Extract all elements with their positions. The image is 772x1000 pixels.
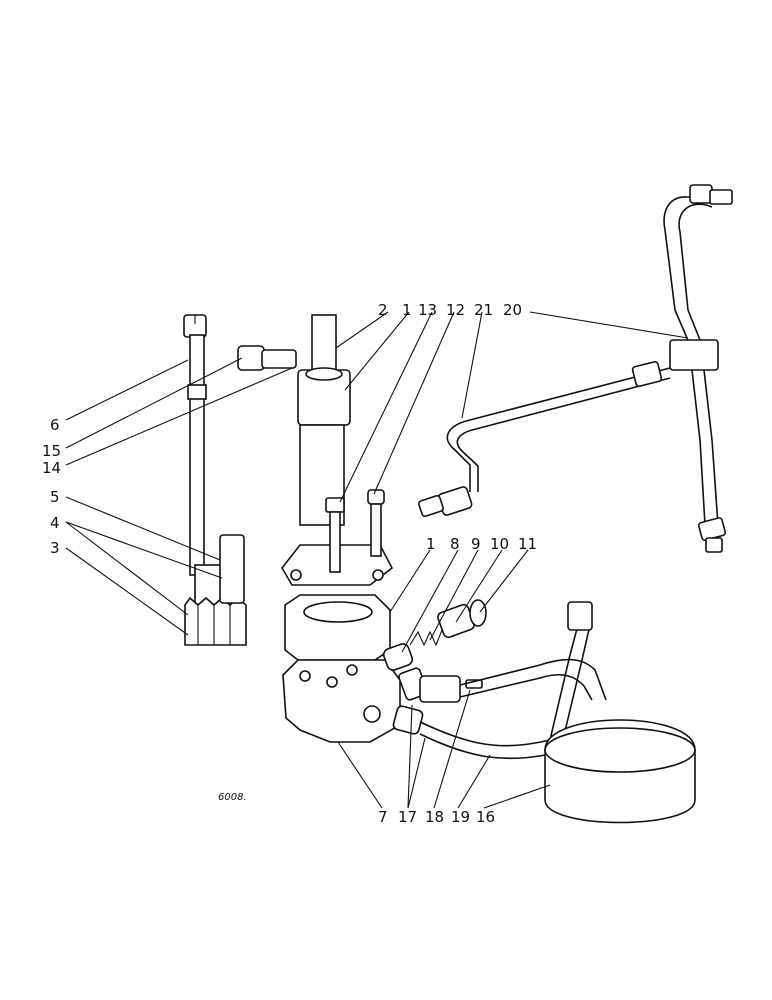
pipe-flange [419,675,461,703]
gear-housing [284,594,391,661]
label-5: 5 [50,488,60,506]
suction-pipe-union [567,601,593,631]
gear-housing-bore [303,601,373,623]
label-18: 18 [425,808,444,826]
cover-hole-1 [299,670,311,682]
relief-valve [382,599,487,671]
drive-shaft-assembly [183,314,247,646]
label-19: 19 [451,808,470,826]
relief-spring [409,629,443,647]
figure-reference: 6008. [218,792,247,803]
relief-cap-nut [469,599,487,627]
bolt-13-shank [329,511,341,573]
label-2: 2 [378,301,388,319]
pipe-union-block [669,339,719,371]
bolt-12-head [367,489,385,505]
label-14: 14 [42,459,61,477]
label-20: 20 [503,301,522,319]
cover-hole-2 [326,676,338,688]
label-21: 21 [474,301,493,319]
flange-hole-left [290,569,302,581]
plug-thread [261,349,297,369]
label-6: 6 [50,416,60,434]
pump-gear [184,596,247,646]
bolt-12-shank [370,503,382,557]
cover-hole-3 [346,664,358,676]
label-15: 15 [42,442,61,460]
label-13: 13 [418,301,437,319]
relief-plunger [382,643,414,671]
drive-shaft [189,334,205,576]
body-bore [305,367,343,381]
label-12: 12 [446,301,465,319]
label-11: 11 [518,535,537,553]
pump-cover [282,659,401,743]
inlet-tube [311,314,337,371]
branch-pipe-end-nipple [418,494,444,518]
lower-pipe-nipple [705,537,723,553]
shaft-drive-pin [194,564,224,606]
label-3: 3 [50,539,60,557]
bolts [325,489,385,573]
label-1-mid: 1 [426,535,436,553]
upper-pipe-nut [689,184,713,204]
label-7: 7 [378,808,388,826]
delivery-pipe-assembly [663,184,733,553]
strainer-top [544,727,696,773]
cover-port [363,705,381,723]
idler-gear-spindle [219,534,245,604]
suction-nut [392,705,424,735]
plug-and-washer [237,345,297,371]
upper-pipe-nipple [709,189,733,205]
flange-hole-right [372,569,384,581]
label-10: 10 [490,535,509,553]
branch-pipe-end-nut [437,486,473,516]
label-4: 4 [50,514,60,532]
branch-pipe-union-nut [631,360,663,388]
label-1-top: 1 [402,301,412,319]
label-17: 17 [398,808,417,826]
shaft-collar [187,384,207,400]
branch-pipe [418,360,671,518]
label-9: 9 [471,535,481,553]
leader-lines [65,311,689,809]
callout-labels: 2 1 13 12 21 20 6 15 14 5 4 3 1 8 9 10 1… [42,301,537,826]
label-16: 16 [476,808,495,826]
label-8: 8 [450,535,460,553]
suction-assembly [392,601,696,824]
